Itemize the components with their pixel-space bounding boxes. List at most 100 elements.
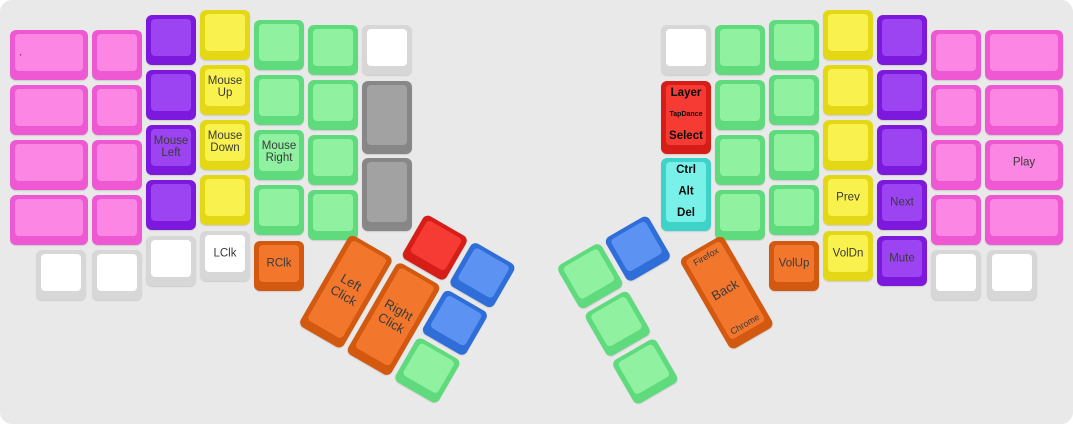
key-pink-left-c1-r4[interactable] bbox=[10, 195, 88, 245]
key-mouse-down[interactable]: Mouse Down bbox=[200, 120, 250, 170]
key-prev[interactable]: Prev bbox=[823, 175, 873, 225]
key-lclk[interactable]: LClk bbox=[200, 231, 250, 281]
key-blank-left-bottom-2[interactable] bbox=[92, 250, 142, 300]
key-green-right-c2-r3[interactable] bbox=[715, 135, 765, 185]
key-pink-left-c2-r2[interactable] bbox=[92, 85, 142, 135]
key-gray-left-1[interactable] bbox=[362, 81, 412, 154]
key-green-right-c3-r2[interactable] bbox=[769, 75, 819, 125]
key-green-right-c3-r1[interactable] bbox=[769, 20, 819, 70]
key-pink-right-c6-r2[interactable] bbox=[985, 85, 1063, 135]
key-pink-left-c1-r3-cap bbox=[15, 144, 83, 181]
key-left-click-label: Left Click bbox=[327, 270, 365, 309]
key-green-left-c6-r4-cap bbox=[313, 194, 353, 231]
key-gray-left-1-cap bbox=[367, 85, 407, 145]
key-yellow-right-r1[interactable] bbox=[823, 10, 873, 60]
key-green-left-c6-r4[interactable] bbox=[308, 190, 358, 240]
key-purple-right-r1[interactable] bbox=[877, 15, 927, 65]
key-yellow-left-r1[interactable] bbox=[200, 10, 250, 60]
key-purple-right-r3-cap bbox=[882, 129, 922, 166]
key-green-left-c6-r2-cap bbox=[313, 84, 353, 121]
key-pink-right-c6-r4[interactable] bbox=[985, 195, 1063, 245]
key-volup[interactable]: VolUp bbox=[769, 241, 819, 291]
key-pink-right-c6-r1[interactable] bbox=[985, 30, 1063, 80]
key-mute[interactable]: Mute bbox=[877, 236, 927, 286]
key-green-right-c3-r2-cap bbox=[774, 79, 814, 116]
key-blank-right-bottom-2[interactable] bbox=[987, 250, 1037, 300]
key-green-left-c5-r2[interactable] bbox=[254, 75, 304, 125]
key-ctrl-alt-del-label: Del bbox=[677, 207, 695, 220]
key-pink-left-c1-r2[interactable] bbox=[10, 85, 88, 135]
key-lclk-label: LClk bbox=[213, 247, 237, 260]
key-yellow-right-r2[interactable] bbox=[823, 65, 873, 115]
key-purple-left-r4-cap bbox=[151, 184, 191, 221]
key-layer-tapdance-select-label: Select bbox=[669, 130, 703, 143]
key-voldn[interactable]: VolDn bbox=[823, 231, 873, 281]
key-thumb-right-green-1-cap bbox=[562, 247, 616, 301]
key-green-right-c2-r2[interactable] bbox=[715, 80, 765, 130]
key-green-right-c2-r1[interactable] bbox=[715, 25, 765, 75]
key-dot[interactable]: . bbox=[10, 30, 88, 80]
key-purple-right-r1-cap bbox=[882, 19, 922, 56]
key-pink-right-c5-r1[interactable] bbox=[931, 30, 981, 80]
key-lclk-cap: LClk bbox=[205, 235, 245, 272]
key-green-right-c2-r4-cap bbox=[720, 194, 760, 231]
key-blank-right-inner-top[interactable] bbox=[661, 25, 711, 75]
key-yellow-right-r3[interactable] bbox=[823, 120, 873, 170]
key-blank-left-bottom-1[interactable] bbox=[36, 250, 86, 300]
key-blank-right-inner-top-cap bbox=[666, 29, 706, 66]
key-green-left-c6-r2[interactable] bbox=[308, 80, 358, 130]
key-purple-left-r2[interactable] bbox=[146, 70, 196, 120]
key-green-left-c5-r4[interactable] bbox=[254, 185, 304, 235]
key-green-left-c5-r4-cap bbox=[259, 189, 299, 226]
key-thumb-right-green-2-cap bbox=[589, 295, 643, 348]
key-purple-left-r1[interactable] bbox=[146, 15, 196, 65]
key-pink-left-c2-r1[interactable] bbox=[92, 30, 142, 80]
key-purple-left-r1-cap bbox=[151, 19, 191, 56]
key-blank-left-inner-top[interactable] bbox=[362, 25, 412, 75]
key-mouse-down-cap: Mouse Down bbox=[205, 124, 245, 161]
key-rclk[interactable]: RClk bbox=[254, 241, 304, 291]
key-pink-left-c2-r4-cap bbox=[97, 199, 137, 236]
key-prev-label: Prev bbox=[836, 191, 860, 204]
key-pink-left-c2-r4[interactable] bbox=[92, 195, 142, 245]
key-back-browser-label: Firefox bbox=[691, 245, 721, 268]
key-purple-left-r4[interactable] bbox=[146, 180, 196, 230]
key-gray-left-2[interactable] bbox=[362, 158, 412, 231]
key-pink-right-c6-r2-cap bbox=[990, 89, 1058, 126]
key-mouse-left[interactable]: Mouse Left bbox=[146, 125, 196, 175]
key-thumb-right-blue-cap bbox=[609, 220, 664, 273]
key-yellow-left-r4[interactable] bbox=[200, 175, 250, 225]
key-purple-right-r3[interactable] bbox=[877, 125, 927, 175]
key-mouse-right[interactable]: Mouse Right bbox=[254, 130, 304, 180]
key-purple-right-r2[interactable] bbox=[877, 70, 927, 120]
key-green-right-c2-r4[interactable] bbox=[715, 190, 765, 240]
key-ctrl-alt-del-label: Ctrl bbox=[676, 164, 696, 176]
key-pink-right-c5-r3[interactable] bbox=[931, 140, 981, 190]
key-green-right-c3-r1-cap bbox=[774, 24, 814, 61]
key-green-right-c3-r4[interactable] bbox=[769, 185, 819, 235]
key-pink-right-c5-r4[interactable] bbox=[931, 195, 981, 245]
key-green-left-c5-r1[interactable] bbox=[254, 20, 304, 70]
key-blank-left-bottom-3[interactable] bbox=[146, 236, 196, 286]
key-pink-right-c5-r2[interactable] bbox=[931, 85, 981, 135]
key-blank-left-bottom-2-cap bbox=[97, 254, 137, 291]
key-thumb-left-green-cap bbox=[402, 342, 456, 395]
key-mouse-up-cap: Mouse Up bbox=[205, 69, 245, 106]
key-play[interactable]: Play bbox=[985, 140, 1063, 190]
key-green-left-c6-r3[interactable] bbox=[308, 135, 358, 185]
key-green-right-c3-r3[interactable] bbox=[769, 130, 819, 180]
key-play-label: Play bbox=[1012, 156, 1036, 169]
key-green-left-c5-r2-cap bbox=[259, 79, 299, 116]
key-thumb-left-blue-2-cap bbox=[429, 294, 483, 347]
key-pink-left-c1-r3[interactable] bbox=[10, 140, 88, 190]
key-blank-right-bottom-1[interactable] bbox=[931, 250, 981, 300]
key-next[interactable]: Next bbox=[877, 180, 927, 230]
key-green-left-c6-r1[interactable] bbox=[308, 25, 358, 75]
key-pink-left-c2-r3[interactable] bbox=[92, 140, 142, 190]
key-layer-tapdance-select-label: TapDance bbox=[669, 111, 703, 119]
key-mouse-up[interactable]: Mouse Up bbox=[200, 65, 250, 115]
